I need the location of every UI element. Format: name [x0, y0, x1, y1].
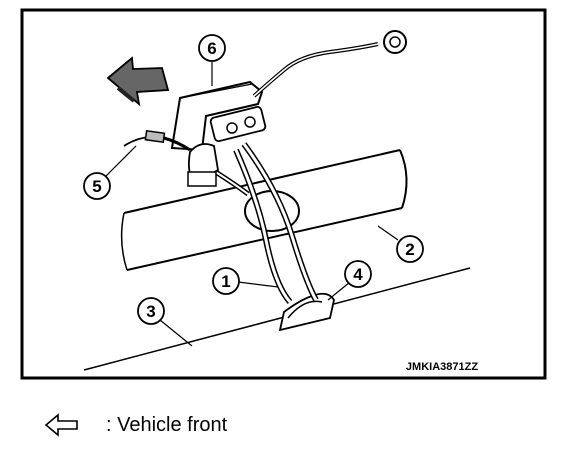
leader-line-3	[159, 319, 193, 347]
floor-panel-line	[83, 267, 471, 371]
svg-text:5: 5	[92, 177, 101, 196]
legend-text: : Vehicle front	[106, 413, 228, 436]
leader-line-4	[327, 281, 351, 301]
svg-text:1: 1	[221, 272, 230, 291]
callout-1: 1	[212, 267, 240, 295]
callout-3: 3	[137, 297, 165, 325]
leader-line-5	[105, 145, 137, 177]
callout-5: 5	[83, 172, 111, 200]
svg-text:4: 4	[353, 265, 363, 284]
crossmember	[120, 149, 408, 271]
sensor-assembly	[170, 80, 267, 187]
callout-2: 2	[396, 235, 424, 263]
diagram-frame	[20, 8, 547, 380]
vehicle-front-arrow-icon	[106, 56, 170, 107]
leader-line-2	[377, 225, 399, 241]
arrow-left-outline-icon	[44, 413, 78, 437]
callout-6: 6	[198, 34, 226, 62]
leader-line-1	[237, 281, 279, 288]
cable-harness	[204, 142, 319, 304]
svg-text:3: 3	[146, 302, 155, 321]
svg-text:6: 6	[207, 39, 216, 58]
ring-terminal-lead	[252, 30, 407, 98]
callout-4: 4	[344, 260, 372, 288]
legend: : Vehicle front	[44, 410, 227, 440]
figure-code: JMKIA3871ZZ	[406, 361, 478, 373]
svg-text:2: 2	[405, 240, 414, 259]
wire-lead	[123, 129, 191, 152]
